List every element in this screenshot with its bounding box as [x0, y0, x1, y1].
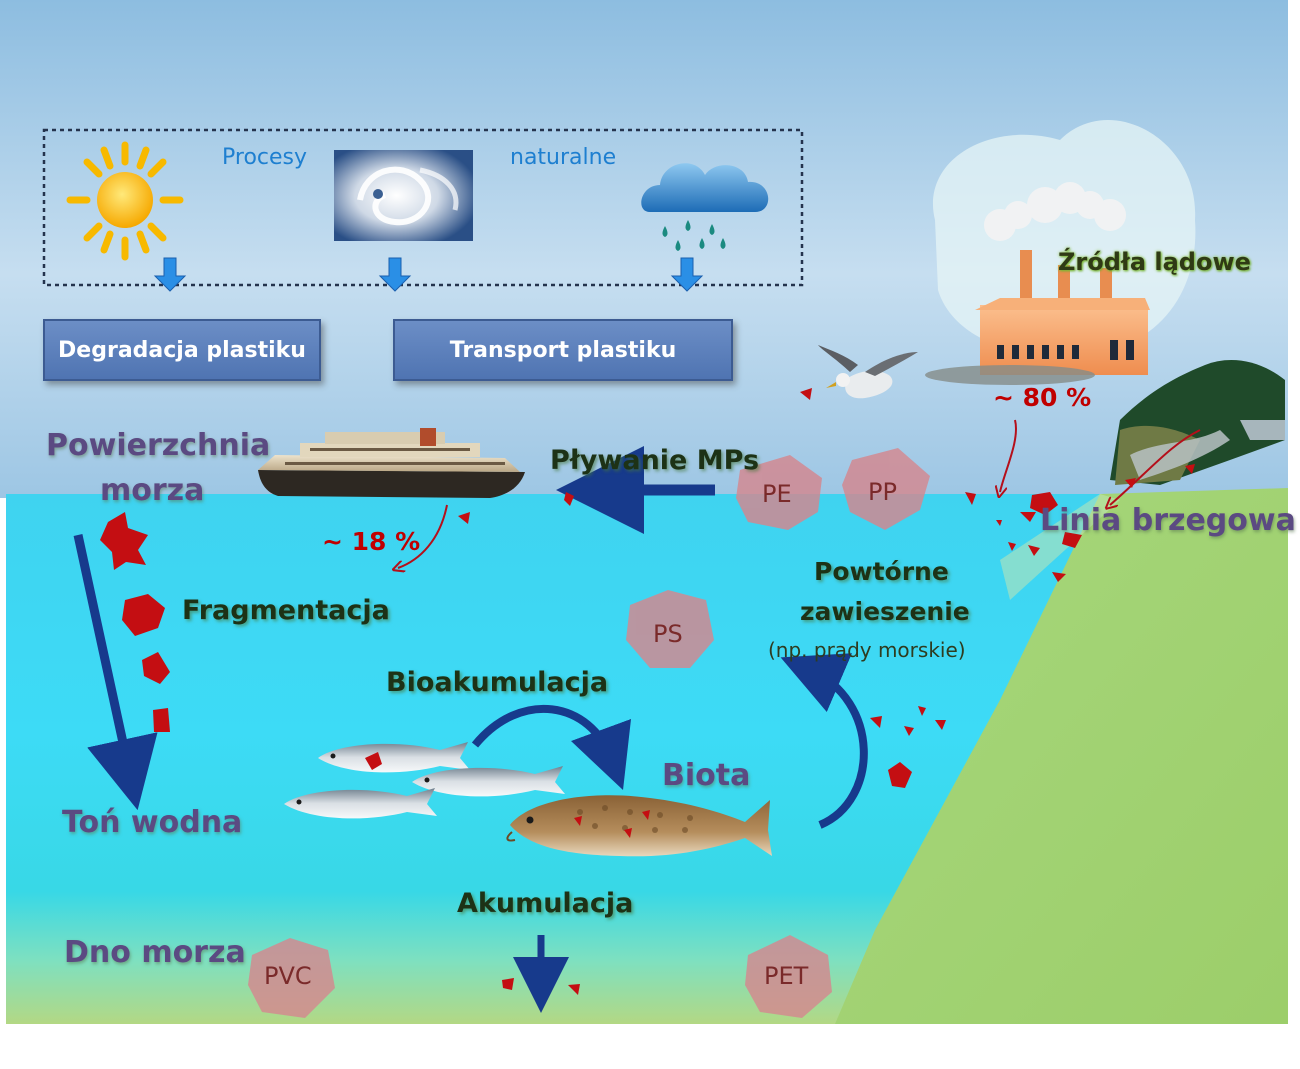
bioaccumulation-label: Bioakumulacja [386, 667, 609, 698]
fish-icon [412, 766, 565, 797]
land-sources-label: Źródła lądowe [1058, 248, 1251, 276]
land-percentage: ~ 80 % [993, 383, 1092, 412]
fragmentation-label: Fragmentacja [182, 595, 390, 626]
polymer-blob-pet [745, 935, 832, 1018]
sea-surface-label-2: morza [100, 473, 205, 508]
natural-processes-label-2: naturalne [510, 145, 617, 170]
biota-label: Biota [662, 758, 751, 793]
natural-processes-label-1: Procesy [222, 145, 308, 170]
factory-icon [925, 182, 1150, 385]
sinking-arrow [73, 534, 158, 811]
polymer-blob-pe [736, 455, 822, 530]
resuspension-label-2: zawieszenie [800, 597, 970, 626]
cod-icon [506, 795, 772, 857]
process-down-arrows [153, 257, 704, 292]
polymer-label-pet: PET [764, 962, 809, 990]
resuspension-note: (np. prądy morskie) [768, 638, 966, 662]
ship-icon [258, 428, 525, 498]
polymer-blob-pvc [248, 938, 335, 1018]
resuspension-arrow [780, 653, 868, 829]
sea-floor-label: Dno morza [64, 935, 246, 970]
polymer-blobs [248, 448, 930, 1018]
sun-icon [66, 141, 184, 261]
shore-transition [1000, 494, 1120, 600]
polymer-label-pvc: PVC [264, 962, 312, 990]
polymer-label-ps: PS [653, 620, 683, 648]
shore-land [835, 488, 1288, 1024]
rain-cloud-icon [641, 163, 769, 251]
ship-percentage: ~ 18 % [322, 527, 421, 556]
transport-box: Transport plastiku [393, 319, 733, 381]
hurricane-icon [334, 150, 473, 241]
land-input-arrow [1000, 419, 1017, 492]
seagull-icon [818, 345, 918, 399]
ship-input-arrow [398, 504, 448, 568]
land-source-bubble [932, 119, 1196, 356]
mountain-icon [1110, 360, 1285, 485]
water-column-label: Toń wodna [62, 805, 243, 840]
polymer-label-pp: PP [868, 478, 897, 506]
polymer-blob-pp [842, 448, 930, 530]
floating-label: Pływanie MPs [550, 445, 760, 476]
bioaccumulation-arrow [471, 704, 631, 791]
shoreline-label: Linia brzegowa [1040, 503, 1296, 538]
fish-icon [284, 788, 437, 819]
sea-surface-label-1: Powierzchnia [46, 428, 271, 463]
polymer-label-pe: PE [762, 480, 792, 508]
river-input-arrow [1110, 429, 1201, 505]
fish-school [284, 742, 565, 819]
natural-processes-frame [42, 128, 804, 287]
polymer-blob-ps [626, 590, 714, 668]
microplastic-particles [100, 388, 1195, 995]
accumulation-label: Akumulacja [457, 888, 634, 919]
resuspension-label-1: Powtórne [814, 557, 949, 586]
degradation-box: Degradacja plastiku [43, 319, 321, 381]
fish-icon [318, 742, 470, 773]
